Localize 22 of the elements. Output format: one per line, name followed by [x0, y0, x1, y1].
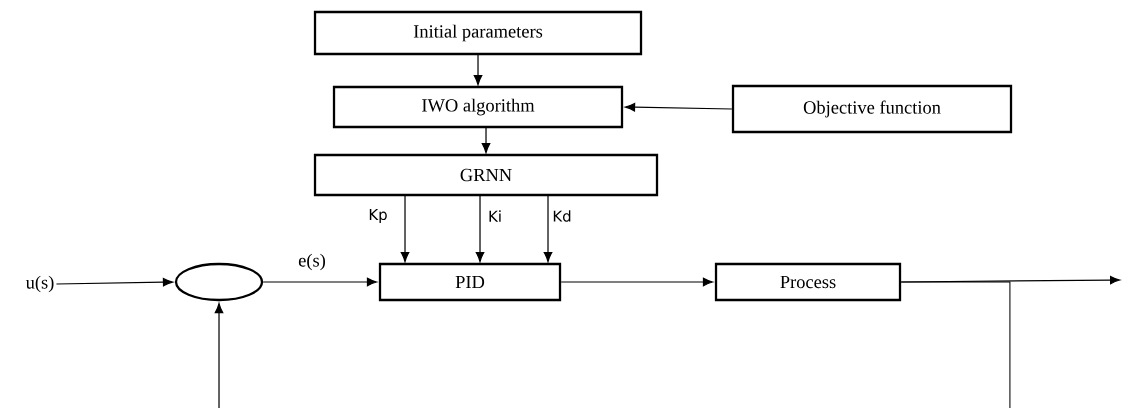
- edge-label: Ki: [489, 210, 501, 222]
- process-box: Process: [714, 262, 902, 302]
- edge-label: Kp: [369, 209, 387, 223]
- arrow: [475, 194, 485, 263]
- process-box: PID: [378, 262, 562, 302]
- arrow: [55, 277, 174, 287]
- arrow: [400, 194, 410, 263]
- process-box: Initial parameters: [313, 10, 643, 56]
- arrow: [481, 126, 491, 154]
- arrow: [560, 277, 714, 287]
- edge-label: Kd: [553, 210, 571, 222]
- process-box: IWO algorithm: [332, 85, 624, 129]
- edge-label: e(s): [298, 253, 325, 271]
- arrow: [624, 102, 733, 112]
- process-box: GRNN: [313, 153, 659, 197]
- process-box: Objective function: [731, 84, 1013, 134]
- arrow: [543, 194, 553, 263]
- input-label: u(s): [25, 275, 54, 293]
- arrow: [473, 53, 483, 86]
- arrow: [214, 281, 1011, 408]
- arrow: [262, 277, 378, 287]
- summing-junction: [174, 262, 264, 302]
